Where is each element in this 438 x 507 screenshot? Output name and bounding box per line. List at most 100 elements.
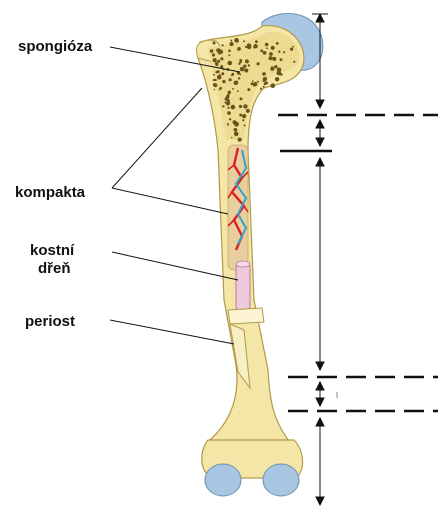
label-kompakta: kompakta (15, 184, 85, 201)
spongy-dot (227, 123, 229, 125)
spongy-dot (260, 88, 262, 90)
spongy-dot (237, 47, 241, 51)
arrow-down-icon (316, 398, 324, 406)
spongy-dot (229, 118, 231, 120)
spongy-dot (234, 128, 238, 132)
label-kostni: kostní (30, 242, 74, 259)
spongy-dot (242, 114, 246, 118)
spongy-dot (268, 56, 272, 60)
leader-periost (110, 320, 234, 344)
arrow-up-icon (316, 120, 324, 128)
spongy-dot (263, 51, 267, 55)
spongy-dot (222, 44, 224, 46)
arrow-up-icon (316, 158, 324, 166)
spongy-dot (219, 87, 222, 90)
spongy-dot (265, 77, 267, 79)
spongy-dot (213, 42, 216, 45)
spongy-dot (238, 63, 240, 65)
spongy-dot (234, 132, 239, 137)
spongy-dot (231, 137, 233, 139)
spongy-dot (269, 52, 273, 56)
spongy-dot (275, 77, 279, 81)
spongy-dot (231, 105, 236, 110)
spongy-dot (229, 42, 233, 46)
spongy-dot (262, 72, 266, 76)
spongy-dot (235, 39, 238, 42)
cut-cap (228, 308, 264, 324)
leader-kompakta-upper (112, 88, 202, 188)
femur-bone (197, 14, 323, 496)
spongy-dot (260, 50, 263, 53)
spongy-dot (274, 65, 277, 68)
spongy-dot (219, 74, 221, 76)
spongy-dot (244, 68, 248, 72)
spongy-dot (240, 97, 243, 100)
spongy-dot (270, 67, 274, 71)
label-dren: dřeň (38, 260, 71, 277)
spongy-dot (230, 40, 232, 42)
spongy-dot (243, 40, 245, 42)
spongy-dot (257, 81, 259, 83)
spongy-dot (244, 125, 246, 127)
spongy-dot (276, 42, 279, 45)
label-periost: periost (25, 313, 75, 330)
spongy-dot (228, 54, 230, 56)
spongy-dot (239, 114, 242, 117)
spongy-dot (234, 81, 238, 85)
spongy-dot (232, 88, 234, 90)
spongy-dot (280, 73, 283, 76)
spongy-dot (220, 57, 223, 60)
spongy-dot (213, 58, 217, 62)
spongy-dot (266, 47, 268, 49)
spongy-dot (292, 46, 294, 48)
spongy-dot (265, 43, 269, 47)
arrow-down-icon (316, 100, 324, 108)
arrow-down-icon (316, 362, 324, 370)
spongy-dot (228, 91, 231, 94)
spongy-dot (214, 79, 216, 81)
arrow-down-icon (316, 138, 324, 146)
spongy-dot (238, 77, 240, 79)
spongy-dot (219, 50, 223, 54)
leader-kostni-dren (112, 252, 238, 280)
spongy-dot (271, 83, 276, 88)
scale-bars (278, 14, 438, 505)
spongy-dot (226, 95, 230, 99)
spongy-dot (277, 68, 282, 73)
spongy-dot (212, 53, 215, 56)
spongy-dot (253, 85, 255, 87)
spongy-dot (238, 138, 242, 142)
spongy-dot (257, 62, 260, 65)
spongy-dot (213, 79, 215, 81)
marrow-tube-top (236, 261, 250, 267)
spongy-dot (293, 61, 295, 63)
spongy-dot (290, 48, 293, 51)
spongy-dot (263, 86, 265, 88)
spongy-dot (213, 83, 216, 86)
spongy-dot (224, 102, 226, 104)
spongy-dot (251, 82, 254, 85)
arrow-down-icon (316, 497, 324, 505)
spongy-dot (247, 45, 251, 49)
spongy-dot (242, 119, 244, 121)
spongy-dot (245, 59, 249, 63)
spongy-dot (271, 46, 275, 50)
spongy-dot (229, 78, 232, 81)
spongy-dot (233, 120, 237, 124)
spongy-dot (227, 107, 229, 109)
spongy-dot (215, 63, 218, 66)
spongy-dot (210, 49, 214, 53)
spongy-dot (280, 58, 283, 61)
spongy-dot (239, 105, 242, 108)
spongy-dot (231, 73, 234, 76)
spongy-dot (216, 70, 219, 73)
spongy-dot (265, 81, 268, 84)
spongy-dot (246, 109, 250, 113)
spongy-dot (216, 49, 218, 51)
spongy-dot (248, 64, 250, 66)
spongy-dot (243, 104, 247, 108)
spongy-dot (247, 88, 250, 91)
spongy-dot (278, 51, 280, 53)
spongy-dot (227, 111, 231, 115)
spongy-dot (228, 49, 231, 52)
